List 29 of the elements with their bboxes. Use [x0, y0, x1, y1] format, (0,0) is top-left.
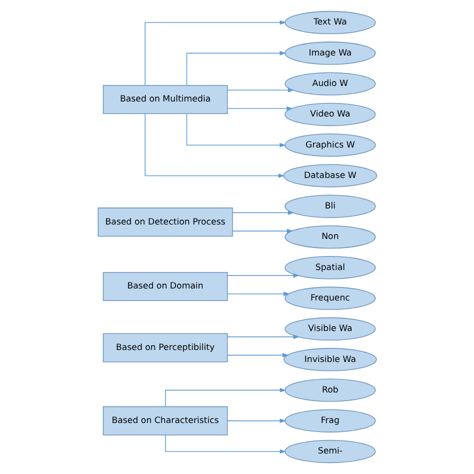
arrow [226, 88, 294, 92]
node-ellipse: Database W [282, 164, 377, 188]
arrow [164, 434, 286, 454]
node-ellipse: Image Wa [284, 42, 376, 65]
node-ellipse: Graphics W [284, 133, 376, 157]
arrow [186, 50, 286, 86]
arrow [226, 418, 286, 424]
arrow [144, 20, 286, 86]
node-box: Based on Domain [102, 272, 228, 302]
node-ellipse: Bli [284, 194, 376, 218]
node-box: Based on Characteristics [102, 406, 228, 436]
node-box: Based on Detection Process [97, 208, 232, 237]
arrow [232, 210, 294, 215]
arrow [226, 106, 292, 111]
node-ellipse: Audio W [284, 72, 376, 96]
node-ellipse: Semi- [284, 440, 376, 464]
node-box: Based on Perceptibility [102, 333, 228, 362]
node-ellipse: Frag [284, 409, 376, 432]
arrow [226, 352, 288, 358]
arrow [226, 334, 300, 340]
node-ellipse: Text Wa [284, 10, 376, 34]
arrow [164, 388, 286, 407]
arrow [226, 292, 290, 296]
arrow [144, 113, 284, 178]
arrow [186, 113, 286, 148]
arrow [232, 228, 293, 234]
arrow [226, 273, 300, 278]
node-ellipse: Rob [284, 378, 376, 402]
node-box: Based on Multimedia [102, 85, 228, 114]
